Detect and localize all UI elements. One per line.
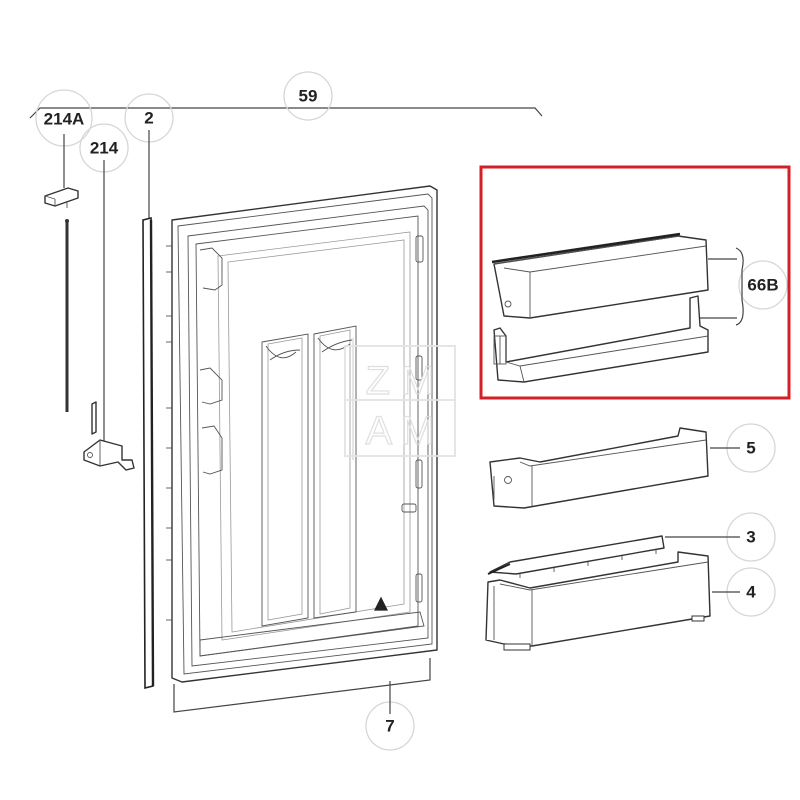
callout-66B[interactable]: 66B [700, 247, 788, 326]
svg-text:66B: 66B [747, 276, 778, 295]
lower-bin-part-4[interactable] [485, 551, 711, 651]
svg-text:7: 7 [385, 717, 394, 736]
shelf-fence-part-3[interactable] [487, 535, 665, 578]
svg-text:2: 2 [144, 109, 153, 128]
callout-2[interactable]: 2 [124, 93, 174, 218]
svg-text:4: 4 [746, 583, 756, 602]
watermark: Z M A M [344, 338, 456, 460]
svg-text:214A: 214A [44, 110, 85, 129]
callout-214[interactable]: 214 [79, 123, 129, 445]
refrigerator-door[interactable] [166, 185, 438, 683]
svg-text:59: 59 [299, 87, 318, 106]
hinge-cap-part-214A[interactable] [44, 187, 79, 208]
highlight-box-66B [479, 165, 791, 400]
door-shelf-part-5[interactable] [489, 427, 709, 509]
callout-5[interactable]: 5 [710, 423, 776, 473]
assembly-bracket-59 [29, 107, 543, 119]
gasket-strip-part-2[interactable] [142, 216, 155, 690]
svg-text:5: 5 [746, 439, 755, 458]
svg-text:A M: A M [366, 409, 435, 453]
bottom-hinge-part-214[interactable] [83, 401, 135, 471]
door-edge-teeth [166, 245, 172, 621]
callout-7[interactable]: 7 [173, 658, 431, 751]
svg-text:Z M: Z M [366, 359, 435, 403]
shelf-lid-part-66B[interactable] [491, 232, 709, 319]
hinge-pin-rod[interactable] [65, 219, 69, 412]
recycle-mark-icon [374, 596, 388, 611]
callout-59[interactable]: 59 [283, 71, 333, 121]
svg-text:3: 3 [746, 528, 755, 547]
callout-3[interactable]: 3 [665, 512, 776, 562]
callout-214A[interactable]: 214A [35, 89, 93, 188]
callout-4[interactable]: 4 [712, 567, 776, 617]
svg-text:214: 214 [90, 139, 119, 158]
shelf-tray-part-66B[interactable] [493, 295, 709, 383]
